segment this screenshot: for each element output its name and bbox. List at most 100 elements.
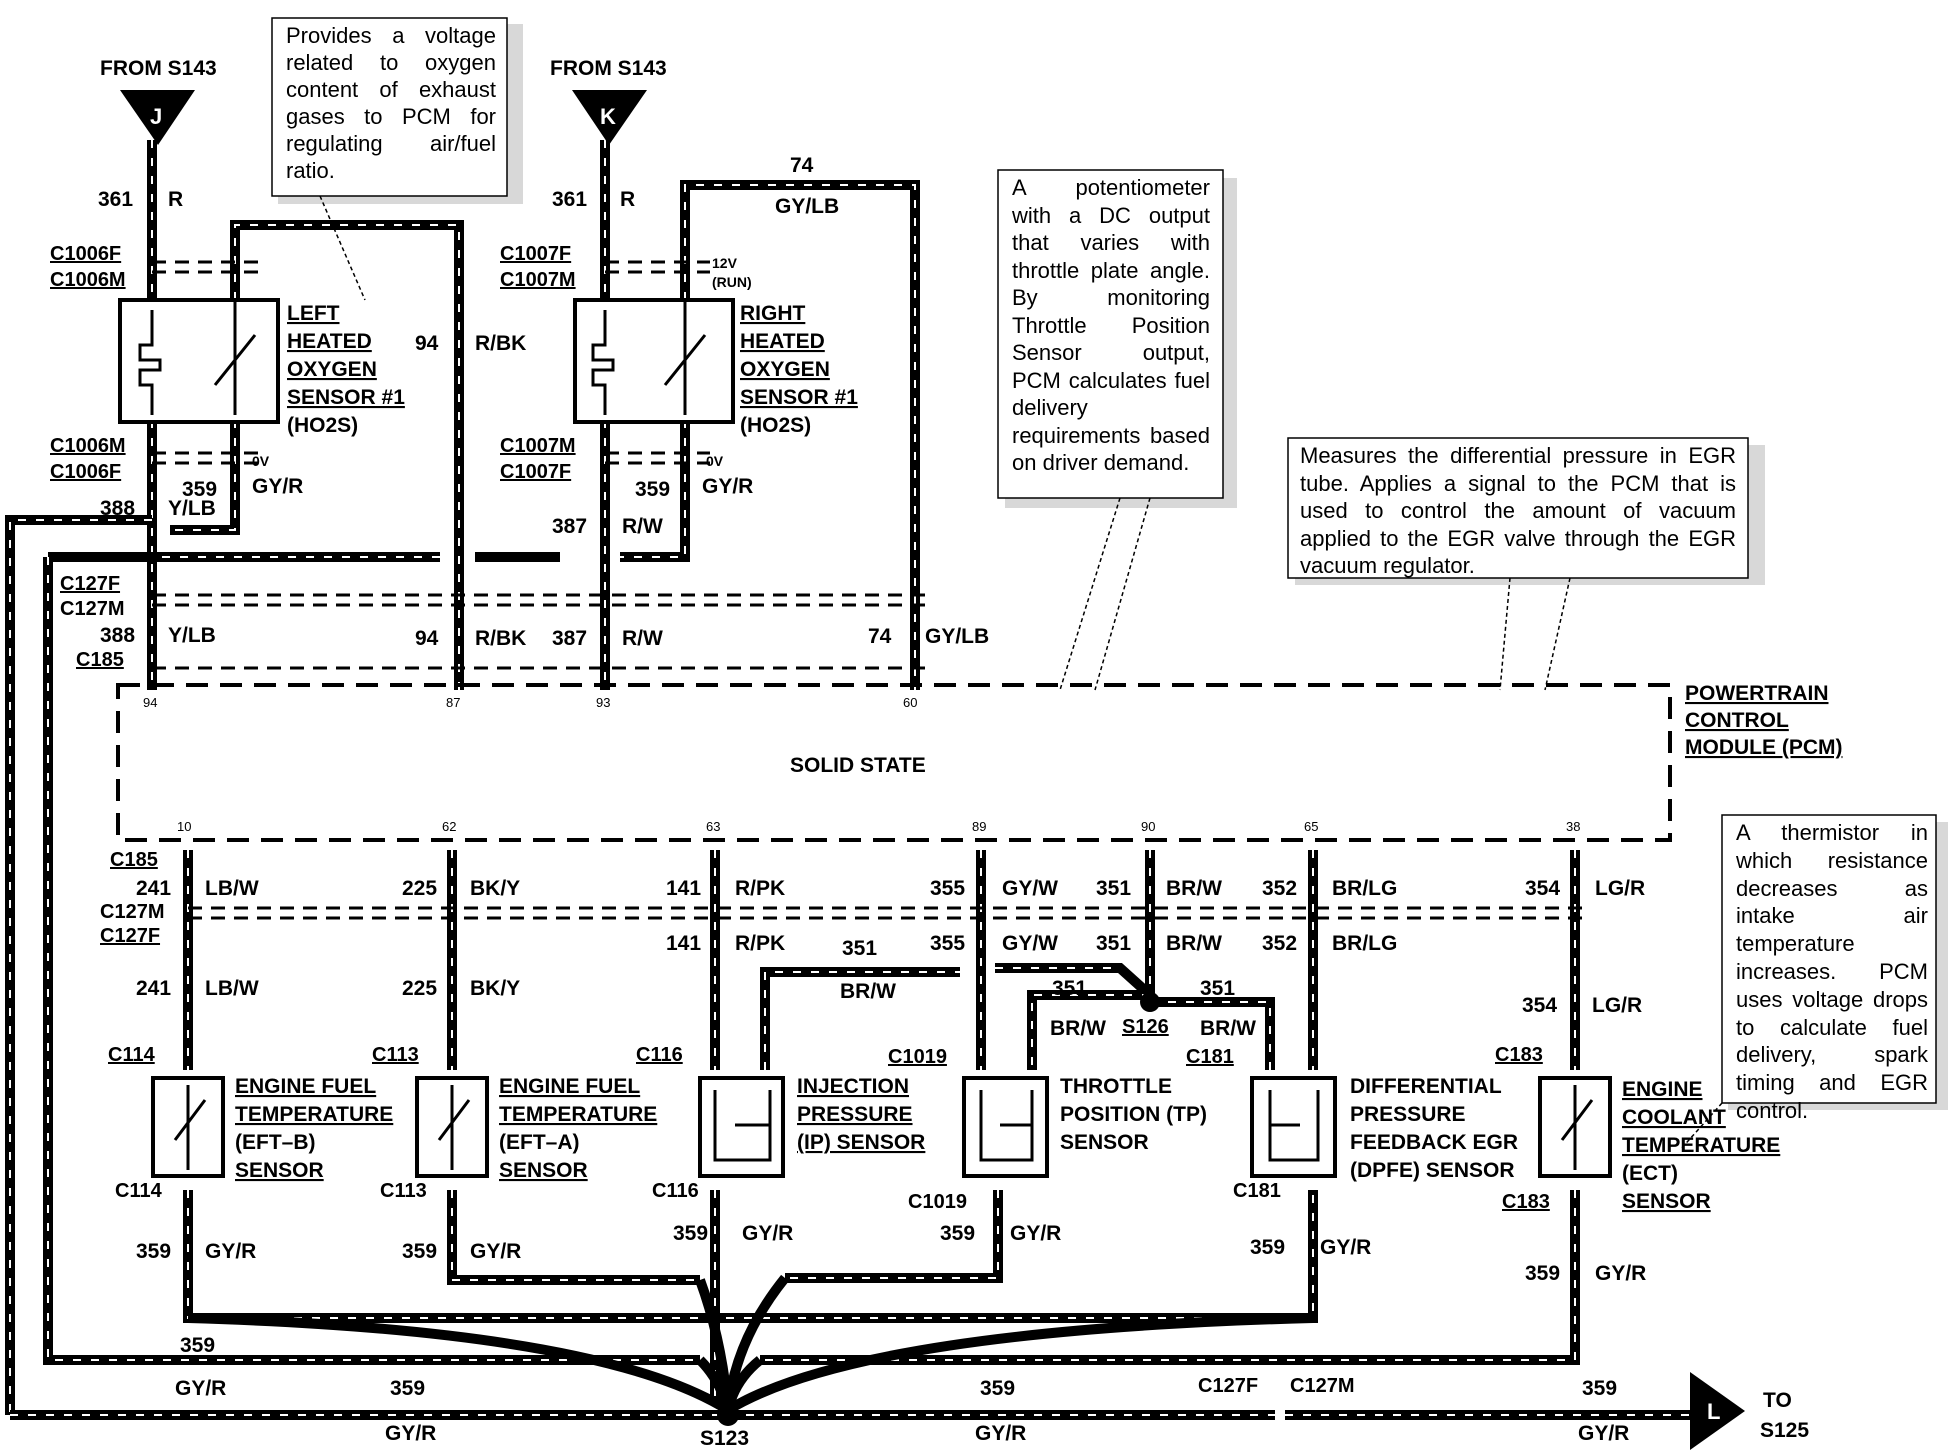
wire-gyw-b: GY/W — [1002, 932, 1058, 955]
wire-141-b: 141 — [666, 932, 701, 955]
k-letter: K — [600, 104, 616, 129]
svg-text:(DPFE) SENSOR: (DPFE) SENSOR — [1350, 1159, 1515, 1182]
eftb-label: ENGINE FUEL TEMPERATURE (EFT–B) SENSOR — [235, 1075, 393, 1182]
wire-ylb-pcm: Y/LB — [168, 624, 216, 647]
c181-bottom: C181 — [1233, 1180, 1281, 1202]
wire-388-top: 388 — [100, 497, 135, 520]
c1019-top: C1019 — [888, 1046, 947, 1068]
svg-text:RIGHT: RIGHT — [740, 302, 806, 325]
svg-text:SENSOR: SENSOR — [235, 1159, 324, 1182]
svg-text:(ECT): (ECT) — [1622, 1162, 1678, 1185]
wire-rbk-top: R/BK — [475, 332, 526, 355]
wire-225-b: 225 — [402, 977, 437, 1000]
note-ect — [1679, 814, 1948, 1151]
wire-gyr-right-o2: GY/R — [702, 475, 753, 498]
c1006m-top: C1006M — [50, 269, 126, 291]
pin-60: 60 — [903, 695, 917, 710]
wire-rpk-b: R/PK — [735, 932, 785, 955]
wire-351-ip: 351 — [842, 937, 877, 960]
wire-361-left: 361 — [98, 188, 133, 211]
wire-brw-dpfe: BR/W — [1200, 1017, 1256, 1040]
note-dpfe — [1287, 437, 1765, 691]
svg-text:DIFFERENTIAL: DIFFERENTIAL — [1350, 1075, 1502, 1098]
wire-141-a: 141 — [666, 877, 701, 900]
ip-label: INJECTION PRESSURE (IP) SENSOR — [797, 1075, 925, 1154]
left-o2-symbol — [138, 300, 257, 415]
svg-text:(EFT–B): (EFT–B) — [235, 1131, 316, 1154]
note-dpfe-text: Measures the differential pressure in EG… — [1300, 443, 1736, 578]
wire-lgr-a: LG/R — [1595, 877, 1645, 900]
svg-text:OXYGEN: OXYGEN — [287, 358, 377, 381]
wire-gyr-bottom-left: GY/R — [385, 1422, 436, 1445]
svg-text:ENGINE FUEL: ENGINE FUEL — [499, 1075, 640, 1098]
run-label: (RUN) — [712, 274, 752, 290]
pcm-label: POWERTRAIN CONTROL MODULE (PCM) — [1685, 682, 1842, 759]
c1006m-bottom: C1006M — [50, 435, 126, 457]
left-o2-label: LEFT HEATED OXYGEN SENSOR #1 (HO2S) — [287, 302, 405, 437]
to-label: TO — [1763, 1389, 1792, 1412]
from-j-label: FROM S143 — [100, 57, 217, 80]
dpfe-label: DIFFERENTIAL PRESSURE FEEDBACK EGR (DPFE… — [1350, 1075, 1518, 1182]
svg-text:SENSOR: SENSOR — [1060, 1131, 1149, 1154]
svg-text:FEEDBACK EGR: FEEDBACK EGR — [1350, 1131, 1518, 1154]
wire-gyr-efta: GY/R — [470, 1240, 521, 1263]
c185-bottom: C185 — [110, 849, 158, 871]
c114-top: C114 — [108, 1044, 156, 1066]
wire-gyr-eftb: GY/R — [205, 1240, 256, 1263]
solid-state-label: SOLID STATE — [790, 754, 926, 777]
svg-text:(EFT–A): (EFT–A) — [499, 1131, 580, 1154]
wire-rw-top: R/W — [622, 515, 663, 538]
note-o2-text: Provides a voltage related to oxygen con… — [286, 23, 496, 183]
wire-gylb-pcm: GY/LB — [925, 625, 989, 648]
wire-gyr-ip: GY/R — [742, 1222, 793, 1245]
wire-241-a: 241 — [136, 877, 171, 900]
pin-63: 63 — [706, 819, 720, 834]
wire-351-dpfe: 351 — [1200, 977, 1235, 1000]
wire-rw-pcm: R/W — [622, 627, 663, 650]
v0-right: 0V — [706, 453, 724, 469]
pin-94: 94 — [143, 695, 157, 710]
c1007f-top: C1007F — [500, 243, 571, 265]
svg-text:TEMPERATURE: TEMPERATURE — [235, 1103, 393, 1126]
note-ect-text: A thermistor in which resistance decreas… — [1736, 820, 1928, 1123]
j-letter: J — [150, 104, 162, 129]
wire-94-top: 94 — [415, 332, 439, 355]
svg-text:(HO2S): (HO2S) — [740, 414, 811, 437]
c127f-bottom: C127F — [100, 925, 160, 947]
svg-text:MODULE (PCM): MODULE (PCM) — [1685, 736, 1842, 759]
wire-brw-tp: BR/W — [1050, 1017, 1106, 1040]
svg-text:SENSOR: SENSOR — [499, 1159, 588, 1182]
tp-label: THROTTLE POSITION (TP) SENSOR — [1060, 1075, 1207, 1154]
c1006f-top: C1006F — [50, 243, 121, 265]
efta-label: ENGINE FUEL TEMPERATURE (EFT–A) SENSOR — [499, 1075, 657, 1182]
to-s125-label: S125 — [1760, 1419, 1809, 1442]
wire-359-left-o2: 359 — [182, 478, 217, 501]
c185-top: C185 — [76, 649, 124, 671]
c113-top: C113 — [372, 1044, 419, 1066]
from-k-label: FROM S143 — [550, 57, 667, 80]
wire-387-pcm: 387 — [552, 627, 587, 650]
wire-lbw-b: LB/W — [205, 977, 259, 1000]
wire-387-top: 387 — [552, 515, 587, 538]
svg-text:SENSOR #1: SENSOR #1 — [287, 386, 405, 409]
wire-241-b: 241 — [136, 977, 171, 1000]
c127m-bottom: C127M — [100, 901, 164, 923]
wire-359-bottom-left: 359 — [390, 1377, 425, 1400]
c1007m-bottom: C1007M — [500, 435, 576, 457]
wire-359-loop: 359 — [180, 1334, 215, 1357]
c183-top: C183 — [1495, 1044, 1543, 1066]
ect-label: ENGINE COOLANT TEMPERATURE (ECT) SENSOR — [1622, 1078, 1780, 1213]
svg-text:SENSOR: SENSOR — [1622, 1190, 1711, 1213]
wire-gyr-bottom-right: GY/R — [1578, 1422, 1629, 1445]
wire-225-a: 225 — [402, 877, 437, 900]
pin-65: 65 — [1304, 819, 1318, 834]
c127f-top: C127F — [60, 573, 120, 595]
wire-359-bottom-mid: 359 — [980, 1377, 1015, 1400]
wire-351-b: 351 — [1096, 932, 1131, 955]
wire-359-ip: 359 — [673, 1222, 708, 1245]
wire-74-top: 74 — [790, 154, 814, 177]
wire-351-a: 351 — [1096, 877, 1131, 900]
k-triangle — [572, 90, 647, 145]
wire-gylb-top: GY/LB — [775, 195, 839, 218]
